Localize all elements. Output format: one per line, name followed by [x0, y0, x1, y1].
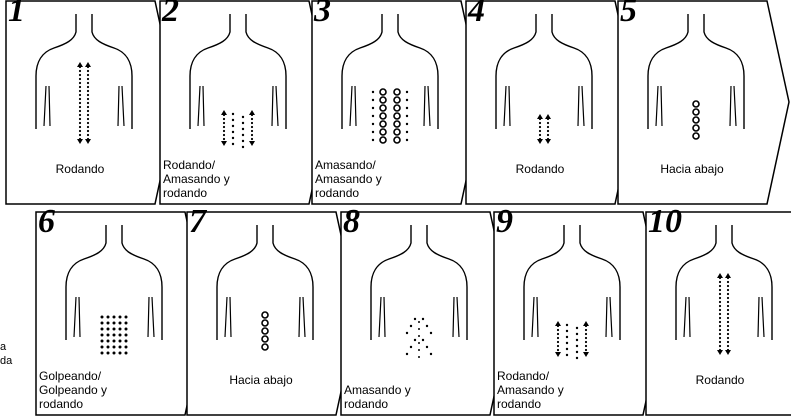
step-number: 9	[496, 205, 513, 239]
step-label-line: rodando	[497, 397, 564, 411]
step-label-line: Amasando y	[344, 383, 411, 397]
step-label: Hacia abajo	[617, 162, 767, 176]
step-label-line: Amasando y	[163, 172, 230, 186]
step-label: Rodando	[645, 373, 791, 387]
step-label: Rodando	[5, 162, 155, 176]
step-label: Hacia abajo	[186, 373, 336, 387]
step-label-line: rodando	[163, 186, 230, 200]
step-label-line: Rodando	[465, 162, 615, 176]
step-number: 1	[8, 0, 25, 28]
step-number: 6	[38, 205, 55, 239]
step-number: 7	[189, 205, 206, 239]
step-label-line: Rodando	[645, 373, 791, 387]
step-label-line: rodando	[39, 397, 107, 411]
step-number: 3	[314, 0, 331, 28]
step-label-line: Amasando y	[315, 172, 382, 186]
step-number: 4	[468, 0, 485, 28]
step-label-line: Amasando/	[315, 158, 382, 172]
step-label-line: Amasando y	[497, 383, 564, 397]
step-label-line: Hacia abajo	[617, 162, 767, 176]
step-label-line: Golpeando/	[39, 369, 107, 383]
cropped-side-note: a da	[0, 340, 12, 368]
step-label-line: Golpeando y	[39, 383, 107, 397]
side-note-line-1: a	[0, 340, 12, 354]
step-number: 8	[343, 205, 360, 239]
step-label-line: Rodando/	[497, 369, 564, 383]
step-number: 5	[620, 0, 637, 28]
step-label-line: Hacia abajo	[186, 373, 336, 387]
step-label-line: rodando	[344, 397, 411, 411]
side-note-line-2: da	[0, 354, 12, 368]
step-number: 2	[162, 0, 179, 28]
step-label: Rodando	[465, 162, 615, 176]
step-label-line: Rodando	[5, 162, 155, 176]
step-label-line: Rodando/	[163, 158, 230, 172]
step-number: 10	[648, 205, 682, 239]
step-label-line: rodando	[315, 186, 382, 200]
